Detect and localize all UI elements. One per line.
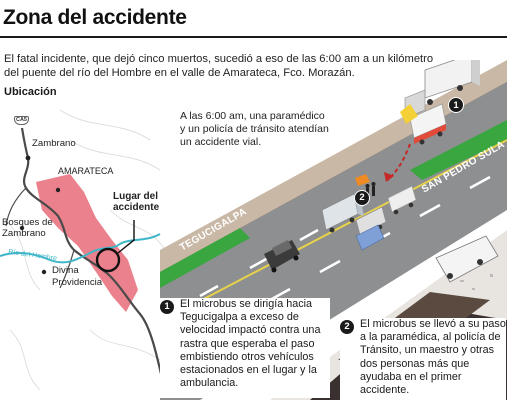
page-title: Zona del accidente <box>3 6 187 29</box>
note-2-number: 2 <box>340 320 354 334</box>
median-left <box>160 228 250 288</box>
note-2: 2 El microbus se llevó a su paso a la pa… <box>340 318 506 400</box>
label-bosques-2: Zambrano <box>2 228 46 239</box>
accident-circle <box>95 247 121 273</box>
label-amarateca: AMARATECA <box>58 166 114 176</box>
road-far <box>160 60 507 272</box>
label-lugar-1: Lugar del <box>113 191 159 202</box>
label-bosques-1: Bosques de <box>2 217 53 228</box>
note-1-number: 1 <box>160 300 174 314</box>
title-divider <box>0 36 507 38</box>
ambulance-icon <box>409 103 447 145</box>
highway-shield-icon: CA5 <box>14 116 29 125</box>
map-heading: Ubicación <box>4 86 57 98</box>
label-zambrano: Zambrano <box>32 138 76 149</box>
impact-flash <box>400 104 418 124</box>
scene-caption: A las 6:00 am, una paramédico y un polic… <box>180 110 329 148</box>
marker-2 <box>354 190 370 206</box>
truck-icon <box>404 60 480 119</box>
overturned-bus-icon <box>435 235 499 290</box>
label-divina-1: Divina <box>52 265 79 276</box>
note-2-text: El microbus se llevó a su paso a la para… <box>360 318 506 397</box>
intro-text: El fatal incidente, que dejó cinco muert… <box>4 53 434 79</box>
second-impact-flash <box>355 174 370 186</box>
dot-amarateca <box>55 187 61 193</box>
dot-zambrano <box>25 155 31 161</box>
blue-car-icon <box>355 224 385 251</box>
river <box>0 233 161 264</box>
dot-bosques <box>19 225 25 231</box>
median-right <box>410 120 507 180</box>
label-divina-2: Providencia <box>52 277 103 288</box>
label-lugar-2: accidente <box>113 202 160 213</box>
marker-1 <box>448 97 464 113</box>
terrain-lines <box>4 109 166 391</box>
white-car-icon <box>387 185 417 215</box>
note-1: 1 El microbus se dirigía hacia Tegucigal… <box>160 298 330 398</box>
dot-divina <box>41 269 47 275</box>
note-1-text: El microbus se dirigía hacia Tegucigalpa… <box>180 298 321 390</box>
location-map <box>0 109 168 397</box>
dark-car-icon <box>264 240 300 273</box>
marker-1-label: 1 <box>453 100 459 111</box>
highway-ca5 <box>20 127 168 397</box>
marker-2-label: 2 <box>359 192 365 203</box>
